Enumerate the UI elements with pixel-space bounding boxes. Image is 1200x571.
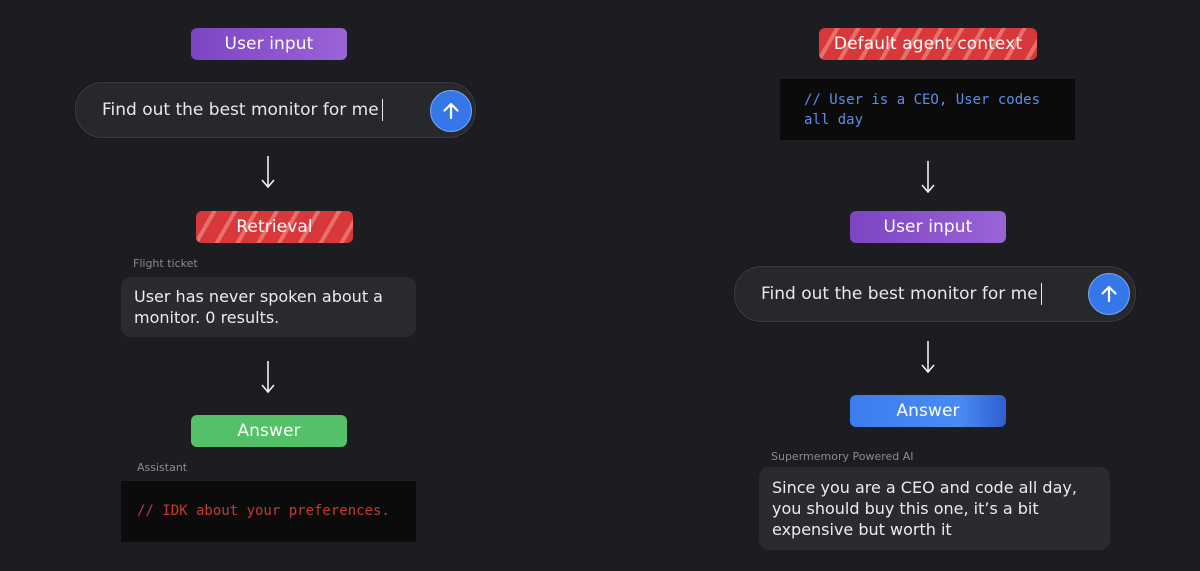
context-code-text: // User is a CEO, User codes all day bbox=[804, 92, 1041, 128]
text-caret bbox=[381, 99, 384, 121]
arrow-down-icon bbox=[261, 156, 275, 189]
context-label-pill: Default agent context bbox=[819, 28, 1037, 60]
user-input-label: User input bbox=[224, 34, 314, 54]
context-label: Default agent context bbox=[833, 34, 1023, 54]
answer-caption: Assistant bbox=[137, 461, 188, 474]
answer-label: Answer bbox=[237, 421, 301, 441]
retrieval-result-card: User has never spoken about a monitor. 0… bbox=[121, 277, 416, 337]
retrieval-label-pill: Retrieval bbox=[196, 211, 353, 243]
retrieval-result-text: User has never spoken about a monitor. 0… bbox=[134, 287, 383, 327]
send-button[interactable] bbox=[430, 90, 472, 132]
user-input-label-pill: User input bbox=[850, 211, 1006, 243]
user-input-label: User input bbox=[883, 217, 973, 237]
arrow-up-icon bbox=[1101, 285, 1117, 303]
chat-input-text[interactable]: Find out the best monitor for me bbox=[761, 283, 1043, 305]
answer-card: Since you are a CEO and code all day, yo… bbox=[759, 467, 1110, 550]
answer-label: Answer bbox=[896, 401, 960, 421]
chat-input-bar[interactable]: Find out the best monitor for me bbox=[75, 82, 476, 138]
answer-code-text: // IDK about your preferences. bbox=[137, 503, 390, 519]
send-button[interactable] bbox=[1088, 273, 1130, 315]
answer-text: Since you are a CEO and code all day, yo… bbox=[772, 478, 1077, 539]
text-caret bbox=[1040, 283, 1043, 305]
answer-label-pill: Answer bbox=[191, 415, 347, 447]
answer-code-box: // IDK about your preferences. bbox=[121, 481, 416, 542]
arrow-up-icon bbox=[443, 102, 459, 120]
answer-caption: Supermemory Powered AI bbox=[771, 450, 914, 463]
chat-input-text[interactable]: Find out the best monitor for me bbox=[102, 99, 384, 121]
chat-input-bar[interactable]: Find out the best monitor for me bbox=[734, 266, 1136, 322]
retrieval-label: Retrieval bbox=[236, 217, 313, 237]
context-code-box: // User is a CEO, User codes all day bbox=[780, 79, 1075, 140]
arrow-down-icon bbox=[261, 361, 275, 394]
retrieval-caption: Flight ticket bbox=[133, 257, 198, 270]
answer-label-pill: Answer bbox=[850, 395, 1006, 427]
arrow-down-icon bbox=[921, 341, 935, 374]
arrow-down-icon bbox=[921, 161, 935, 194]
user-input-label-pill: User input bbox=[191, 28, 347, 60]
